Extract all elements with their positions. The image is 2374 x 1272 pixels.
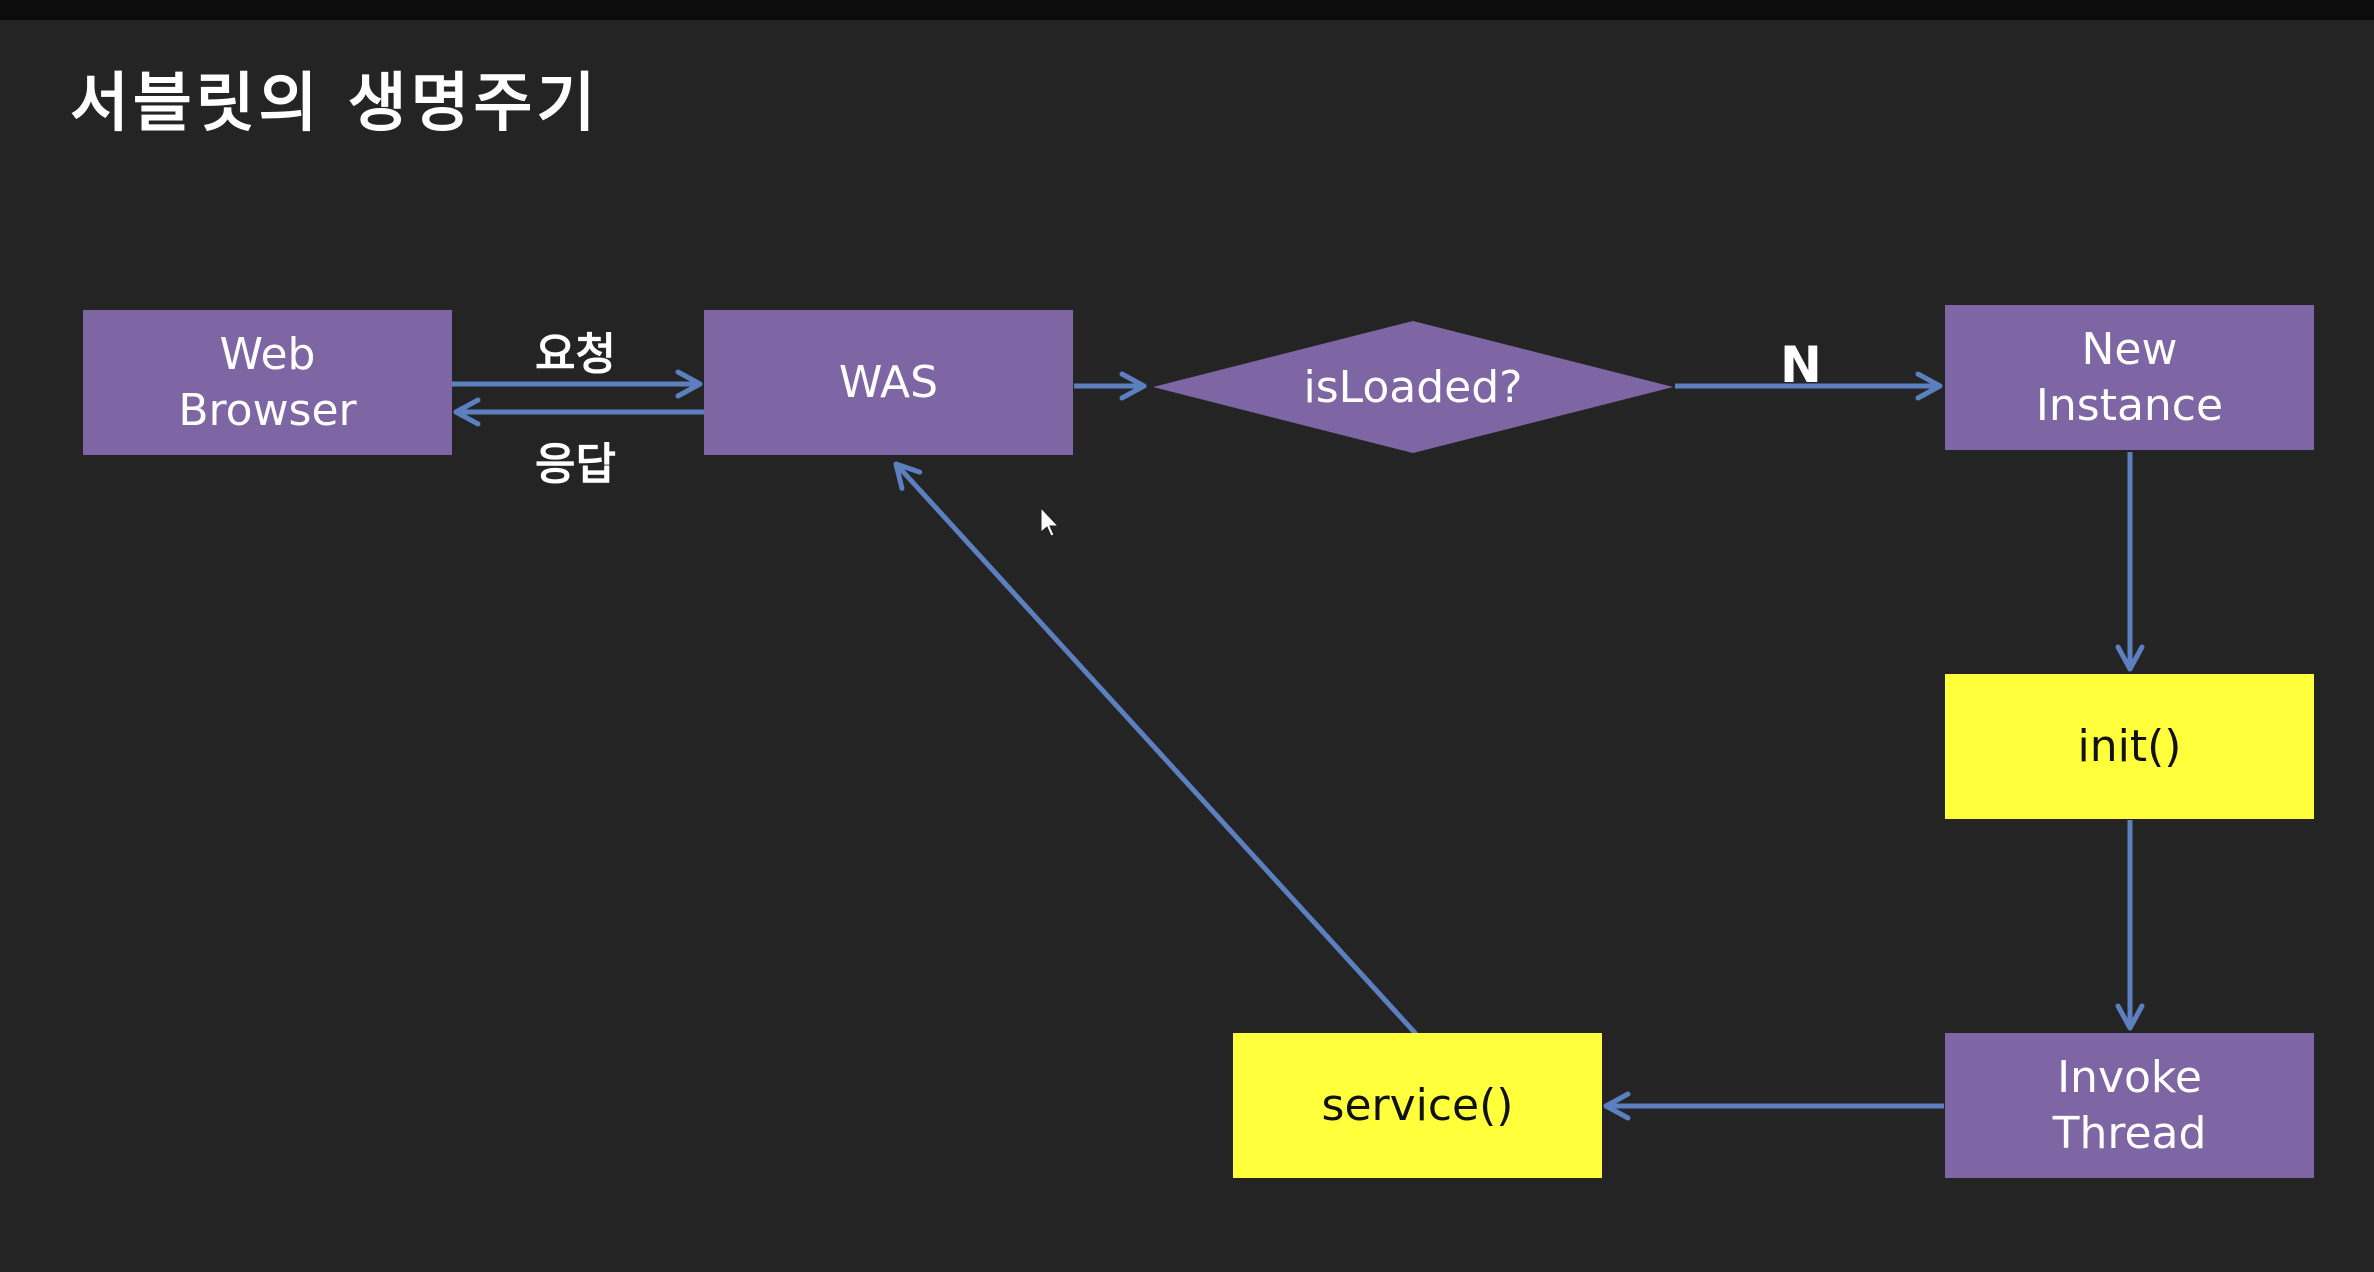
web-browser-node: Web Browser [83,310,452,455]
is-loaded-label: isLoaded? [1303,361,1523,413]
was-node: WAS [704,310,1073,455]
top-bar [0,0,2374,20]
mouse-cursor-icon [1040,506,1060,537]
invoke-thread-node: Invoke Thread [1945,1033,2314,1178]
request-label: 요청 [535,329,616,380]
response-label: 응답 [535,439,616,490]
arrow-service-to-was [893,461,1418,1036]
new-instance-node: New Instance [1945,305,2314,450]
service-node: service() [1233,1033,1602,1178]
no-branch-label: N [1780,336,1822,394]
is-loaded-diamond [1153,321,1673,453]
slide-title: 서블릿의 생명주기 [70,67,600,141]
init-node: init() [1945,674,2314,819]
